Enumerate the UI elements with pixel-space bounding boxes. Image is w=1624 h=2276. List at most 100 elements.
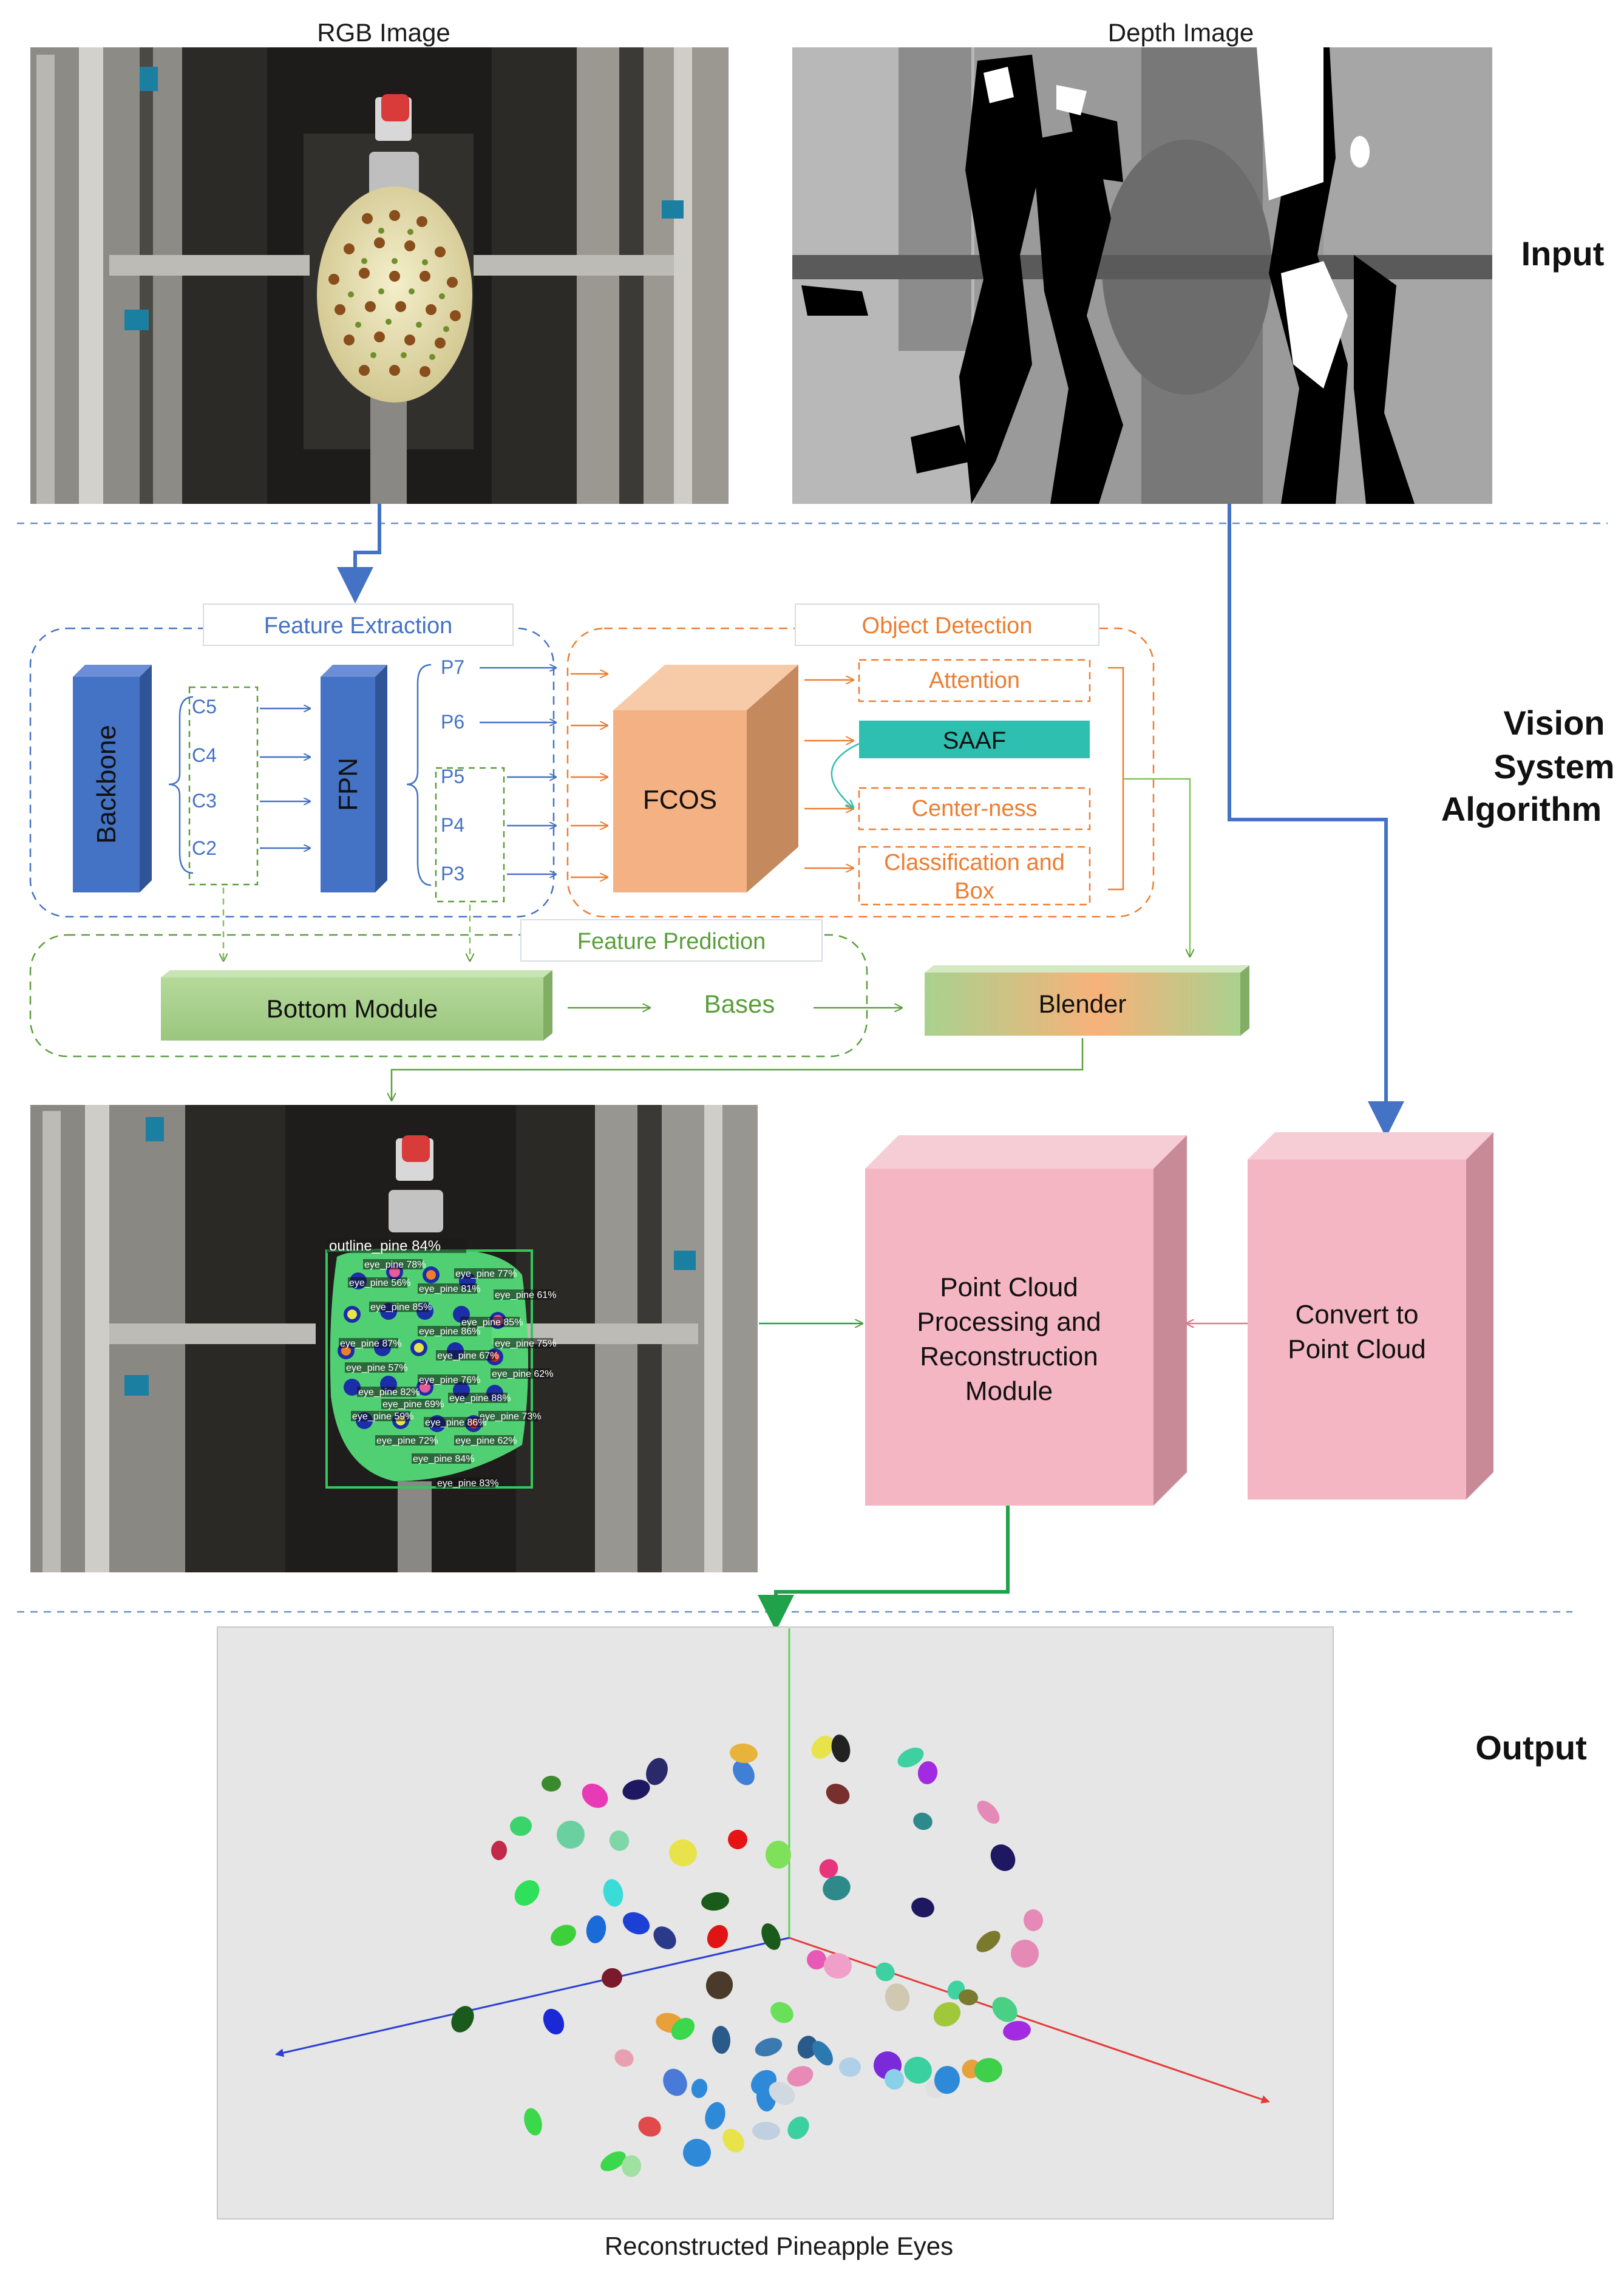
object-detection-title: Object Detection — [862, 613, 1033, 639]
eye-point-blob — [824, 1952, 852, 1979]
bottom-module-label: Bottom Module — [267, 994, 438, 1023]
eye-label-bg — [494, 1289, 553, 1300]
eye-detection-label: eye_pine 81% — [419, 1284, 480, 1294]
eye-point-blob — [638, 2116, 661, 2137]
eye-detection-label: eye_pine 62% — [455, 1436, 517, 1446]
eye-point-blob — [1010, 1940, 1039, 1968]
eye-label-bg — [436, 1478, 495, 1488]
convert-to-point-cloud-module: Convert to Point Cloud — [1248, 1132, 1493, 1500]
eye-label-bg — [351, 1411, 410, 1421]
eye-point-blob — [761, 1923, 781, 1950]
processing-to-output-arrow — [758, 1506, 1010, 1631]
eye-point-blob — [602, 1968, 622, 1988]
object-detection-container — [566, 627, 1155, 918]
classification-label-line2: Box — [954, 878, 994, 904]
eye-label-bg — [448, 1393, 508, 1403]
eye-label-bg — [412, 1453, 471, 1464]
eye-label-bg — [363, 1259, 423, 1269]
eye-point-blob — [769, 2082, 795, 2105]
eye-label-bg — [418, 1283, 477, 1294]
eye-detection-label: eye_pine 76% — [419, 1375, 480, 1385]
bases-label: Bases — [704, 990, 775, 1018]
eye-point-blob — [586, 1915, 606, 1943]
eye-label-bg — [454, 1435, 514, 1445]
eye-detection-label: eye_pine 59% — [352, 1411, 413, 1422]
blender-label: Blender — [1039, 990, 1127, 1018]
centerness-head — [858, 787, 1091, 831]
eye-point-blob — [831, 1734, 851, 1762]
eye-detection-label: eye_pine 75% — [495, 1339, 556, 1349]
eye-point-blob — [524, 2108, 542, 2136]
eye-detection-label: eye_pine 84% — [413, 1454, 474, 1464]
eye-detection-label: eye_pine 77% — [455, 1269, 517, 1279]
convert-label-line2: Point Cloud — [1288, 1334, 1425, 1364]
eye-detection-label: eye_pine 67% — [437, 1351, 498, 1361]
processing-label-line2: Processing and — [917, 1307, 1101, 1337]
classification-label-line1: Classification and — [884, 850, 1065, 875]
eye-detection-label: eye_pine 87% — [340, 1339, 401, 1349]
fcos-block: FCOS — [613, 665, 798, 892]
c-level-c3: C3 — [192, 790, 217, 812]
eye-point-blob — [819, 1859, 838, 1878]
eye-detection-labels: eye_pine 78%eye_pine 77%eye_pine 56%eye_… — [339, 1259, 556, 1489]
eye-point-blob — [614, 2049, 634, 2067]
eye-point-blob — [812, 2040, 833, 2066]
algorithm-section-label-line1: Vision — [1503, 704, 1605, 742]
eye-detection-label: eye_pine 88% — [449, 1393, 511, 1404]
c-level-c5: C5 — [192, 696, 217, 718]
eye-point-blob — [514, 1880, 540, 1906]
eye-point-blob — [787, 2116, 809, 2139]
eye-label-bg — [491, 1368, 550, 1379]
processing-label-line1: Point Cloud — [940, 1272, 1078, 1302]
eye-point-blob — [826, 1784, 850, 1804]
pineapple-eye-points — [451, 1734, 1044, 2177]
eye-detection-label: eye_pine 85% — [461, 1317, 523, 1328]
eye-point-blob — [622, 1912, 650, 1935]
p-level-p4: P4 — [441, 814, 464, 836]
eye-point-blob — [755, 2037, 783, 2057]
eye-point-blob — [701, 1892, 729, 1911]
feature-extraction-title: Feature Extraction — [264, 613, 452, 639]
p-level-p7: P7 — [441, 656, 464, 678]
eye-detection-label: eye_pine 86% — [425, 1418, 486, 1428]
centerness-label: Center-ness — [912, 796, 1038, 821]
depth-image — [792, 47, 1492, 504]
algorithm-section-label-line2: System — [1493, 747, 1614, 786]
eye-point-blob — [885, 1983, 910, 2011]
p-level-p5: P5 — [441, 766, 464, 787]
eye-point-blob — [622, 1779, 650, 1800]
eye-point-blob — [707, 1924, 729, 1949]
rgb-to-feature-arrow — [337, 504, 381, 603]
eye-point-blob — [884, 2069, 905, 2090]
c-level-c2: C2 — [192, 837, 217, 859]
eye-detection-label: eye_pine 57% — [346, 1363, 407, 1373]
eye-point-blob — [904, 2056, 932, 2084]
outline-detection-label: outline_pine 84% — [329, 1238, 441, 1254]
eye-detection-label: eye_pine 82% — [358, 1387, 420, 1398]
depth-to-convert-arrow — [1228, 504, 1404, 1138]
feature-prediction-container — [29, 934, 868, 1058]
eye-detection-label: eye_pine 61% — [495, 1290, 556, 1300]
eye-point-blob — [770, 2002, 793, 2023]
eye-point-blob — [911, 1897, 934, 1918]
attention-head — [858, 659, 1091, 702]
eye-point-blob — [839, 2057, 861, 2077]
eye-point-blob — [823, 1875, 851, 1901]
eye-label-bg — [454, 1268, 514, 1279]
backbone-block: Backbone — [73, 665, 152, 892]
eye-point-blob — [913, 1812, 933, 1830]
fpn-block: FPN — [321, 665, 387, 892]
eye-point-blob — [722, 2128, 744, 2153]
backbone-label: Backbone — [92, 725, 121, 844]
input-section-label: Input — [1521, 234, 1605, 273]
classification-head — [858, 846, 1091, 906]
eye-label-bg — [381, 1399, 441, 1409]
eye-point-blob — [974, 2057, 1002, 2083]
eye-label-bg — [436, 1350, 495, 1361]
p-levels-box — [435, 767, 505, 903]
eye-point-blob — [787, 2066, 814, 2087]
eye-point-blob — [959, 1989, 978, 2006]
output-section-label: Output — [1475, 1728, 1586, 1767]
attention-label: Attention — [929, 668, 1020, 693]
